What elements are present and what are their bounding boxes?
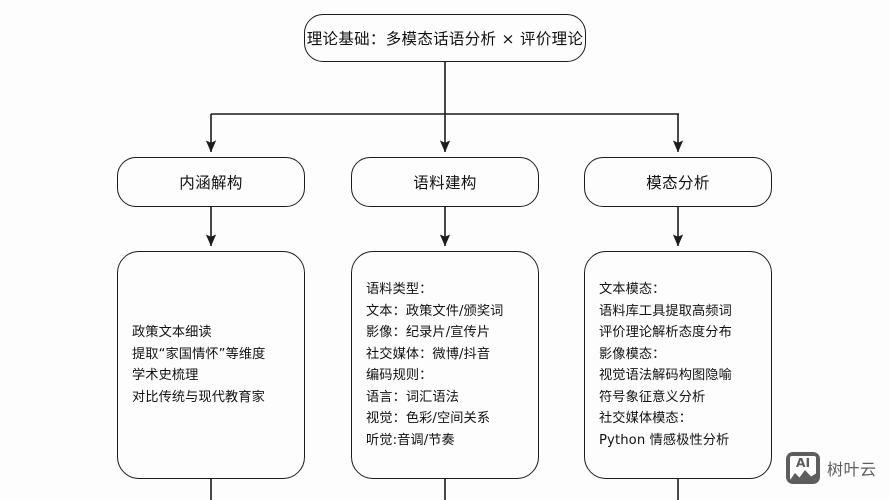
detail-line: 视觉：色彩/空间关系 <box>366 411 491 426</box>
detail-line: 政策文本细读 <box>132 325 212 340</box>
detail-line: 语料库工具提取高频词 <box>599 303 732 319</box>
node-detail-modality-analysis[interactable]: 文本模态： 语料库工具提取高频词 评价理论解析态度分布 影像模态： 视觉语法解码… <box>584 251 772 479</box>
detail-line: 影像：纪录片/宣传片 <box>366 325 491 340</box>
watermark: AI 树叶云 <box>786 452 877 484</box>
node-theory-foundation[interactable]: 理论基础：多模态话语分析 × 评价理论 <box>304 14 586 62</box>
node-stage-modality-analysis[interactable]: 模态分析 <box>584 157 772 207</box>
edge-root-to-bus <box>211 62 679 115</box>
detail-line: 编码规则： <box>366 368 433 383</box>
detail-line: 文本模态： <box>599 282 666 297</box>
detail-line-list: 政策文本细读 提取“家国情怀”等维度 学术史梳理 对比传统与现代教育家 <box>132 322 304 408</box>
detail-line: 学术史梳理 <box>132 368 199 383</box>
detail-line: 社交媒体模态： <box>599 411 693 426</box>
detail-line: 文本：政策文件/颁奖词 <box>366 303 504 319</box>
node-label: 理论基础：多模态话语分析 × 评价理论 <box>306 30 584 48</box>
ai-icon-label: AI <box>795 456 811 470</box>
node-detail-connotation-deconstruction[interactable]: 政策文本细读 提取“家国情怀”等维度 学术史梳理 对比传统与现代教育家 <box>117 251 305 479</box>
node-label: 语料建构 <box>413 174 477 192</box>
detail-line: 评价理论解析态度分布 <box>599 325 732 340</box>
detail-line: 视觉语法解码构图隐喻 <box>599 368 732 383</box>
detail-line: 对比传统与现代教育家 <box>132 389 265 405</box>
detail-line: 符号象征意义分析 <box>599 389 706 405</box>
ai-image-icon: AI <box>786 452 820 484</box>
node-label: 内涵解构 <box>179 174 243 192</box>
detail-line: Python 情感极性分析 <box>599 432 730 448</box>
node-stage-corpus-construction[interactable]: 语料建构 <box>351 157 539 207</box>
detail-line-list: 文本模态： 语料库工具提取高频词 评价理论解析态度分布 影像模态： 视觉语法解码… <box>599 279 771 451</box>
detail-line: 语料类型： <box>366 282 433 297</box>
detail-line: 语言：词汇语法 <box>366 389 460 405</box>
watermark-text: 树叶云 <box>827 460 877 479</box>
node-detail-corpus-construction[interactable]: 语料类型： 文本：政策文件/颁奖词 影像：纪录片/宣传片 社交媒体：微博/抖音 … <box>351 251 539 479</box>
detail-line: 影像模态： <box>599 346 666 362</box>
detail-line: 听觉:音调/节奏 <box>366 432 455 448</box>
detail-line: 提取“家国情怀”等维度 <box>132 346 266 362</box>
mountain-icon <box>790 470 816 480</box>
detail-line-list: 语料类型： 文本：政策文件/颁奖词 影像：纪录片/宣传片 社交媒体：微博/抖音 … <box>366 279 538 451</box>
detail-line: 社交媒体：微博/抖音 <box>366 346 491 362</box>
node-label: 模态分析 <box>646 174 710 192</box>
node-stage-connotation-deconstruction[interactable]: 内涵解构 <box>117 157 305 207</box>
